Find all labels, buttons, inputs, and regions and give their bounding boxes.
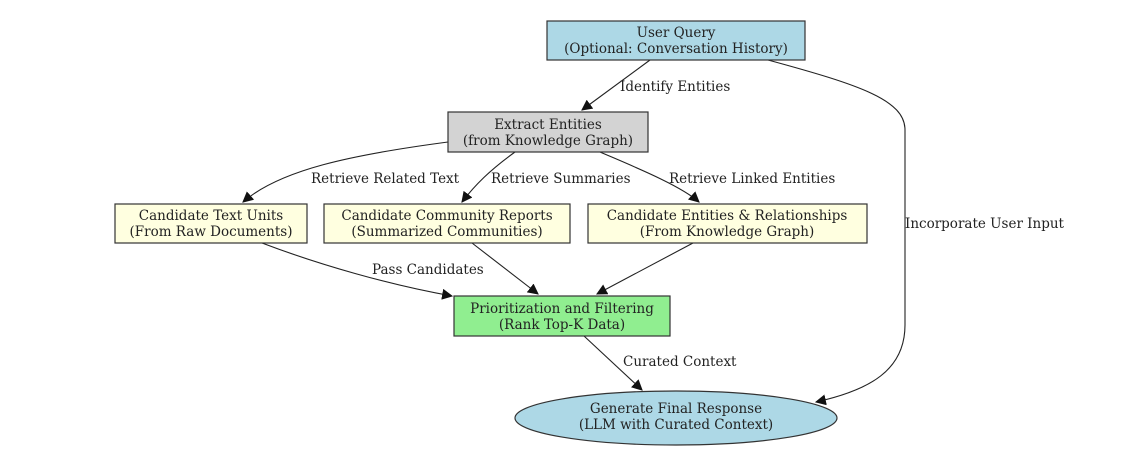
label-pass-candidates: Pass Candidates (372, 262, 484, 278)
node-candidate-entities-relationships: Candidate Entities & Relationships (From… (587, 203, 868, 244)
edge-pass-candidates-text (261, 242, 454, 300)
edge-incorporate-user-input (767, 59, 906, 406)
node-final-response-subtitle: (LLM with Curated Context) (579, 417, 773, 433)
edge-retrieve-summaries (461, 151, 516, 203)
node-user-query: User Query (Optional: Conversation Histo… (546, 20, 806, 61)
label-curated-context: Curated Context (623, 354, 737, 370)
edge-pass-candidates-entities (596, 242, 694, 295)
node-final-response: Generate Final Response (LLM with Curate… (514, 390, 838, 446)
edge-retrieve-linked-entities (599, 151, 700, 203)
edge-identify-entities (581, 59, 651, 111)
edge-curated-context (583, 335, 643, 391)
node-prioritization-subtitle: (Rank Top-K Data) (499, 317, 625, 333)
node-candidate-community-reports: Candidate Community Reports (Summarized … (323, 203, 571, 244)
node-extract-entities: Extract Entities (from Knowledge Graph) (447, 111, 649, 153)
node-final-response-title: Generate Final Response (590, 401, 762, 417)
node-prioritization: Prioritization and Filtering (Rank Top-K… (453, 295, 671, 337)
label-incorporate-user-input: Incorporate User Input (905, 216, 1065, 232)
edge-pass-candidates-community (471, 242, 539, 295)
node-text-units-subtitle: (From Raw Documents) (130, 224, 293, 240)
node-community-reports-title: Candidate Community Reports (341, 208, 552, 224)
node-user-query-title: User Query (637, 25, 716, 41)
node-candidate-text-units: Candidate Text Units (From Raw Documents… (114, 203, 308, 244)
label-retrieve-related-text: Retrieve Related Text (311, 171, 460, 187)
edge-retrieve-related-text (242, 141, 449, 203)
node-entities-relationships-title: Candidate Entities & Relationships (607, 208, 848, 224)
label-retrieve-linked-entities: Retrieve Linked Entities (669, 171, 835, 187)
node-community-reports-subtitle: (Summarized Communities) (351, 224, 542, 240)
node-text-units-title: Candidate Text Units (139, 208, 284, 224)
node-extract-entities-subtitle: (from Knowledge Graph) (463, 133, 633, 149)
label-retrieve-summaries: Retrieve Summaries (491, 171, 631, 187)
node-extract-entities-title: Extract Entities (494, 117, 602, 133)
label-identify-entities: Identify Entities (620, 79, 730, 95)
node-user-query-subtitle: (Optional: Conversation History) (564, 41, 788, 57)
node-entities-relationships-subtitle: (From Knowledge Graph) (640, 224, 815, 240)
node-prioritization-title: Prioritization and Filtering (470, 301, 654, 317)
